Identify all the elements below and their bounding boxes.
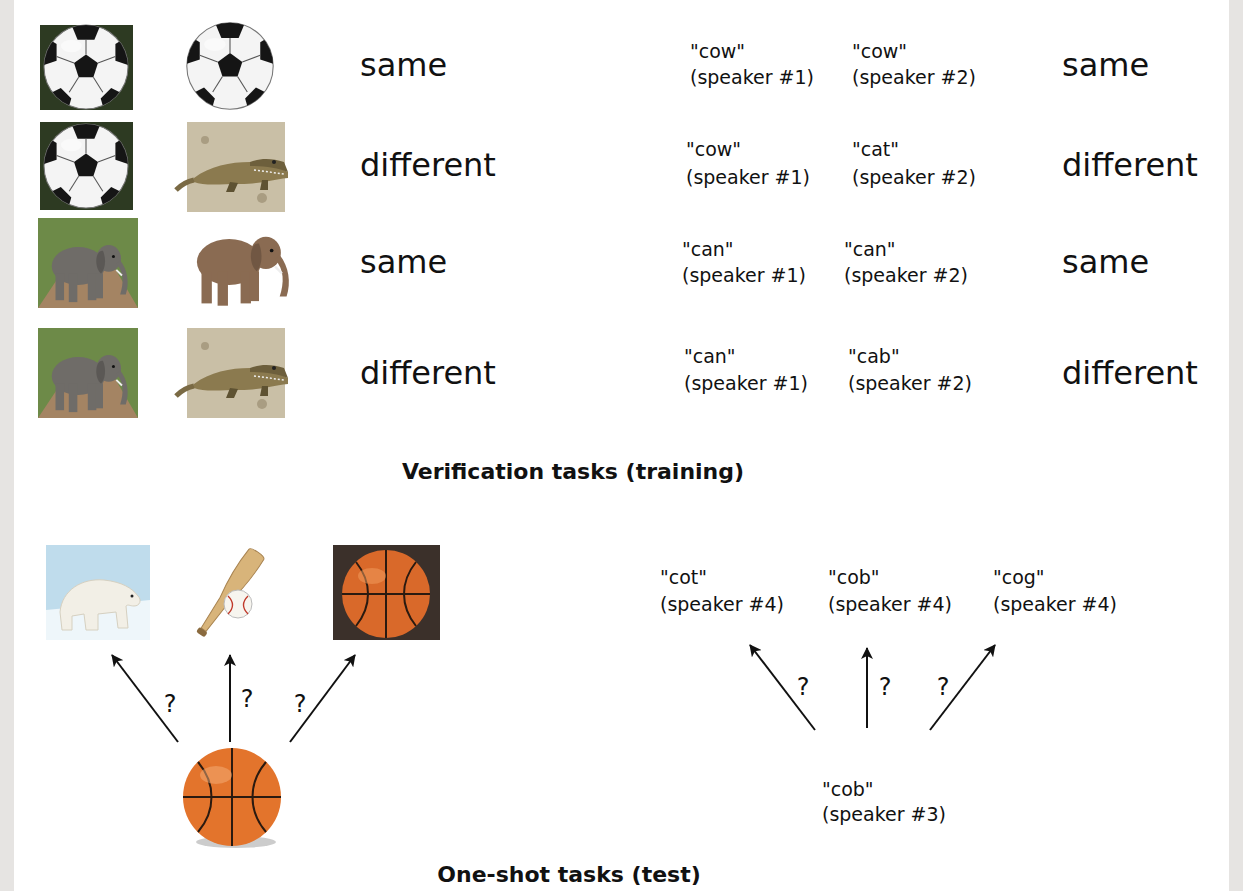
section-heading: Verification tasks (training) — [402, 459, 744, 484]
speaker-label: (speaker #4) — [828, 594, 952, 616]
answer-label: different — [360, 147, 496, 184]
speaker-label: (speaker #1) — [684, 373, 808, 395]
speaker-label: (speaker #4) — [993, 594, 1117, 616]
word-label: "cog" — [993, 567, 1045, 589]
speaker-label: (speaker #2) — [852, 167, 976, 189]
question-mark: ? — [241, 686, 254, 714]
word-label: "cab" — [848, 346, 900, 368]
speaker-label: (speaker #1) — [690, 67, 814, 89]
word-label: "cow" — [690, 41, 745, 63]
speaker-label: (speaker #2) — [848, 373, 972, 395]
speaker-label: (speaker #2) — [844, 265, 968, 287]
word-label: "cob" — [828, 567, 880, 589]
word-label: "cob" — [822, 779, 874, 801]
speaker-label: (speaker #3) — [822, 804, 946, 826]
question-mark: ? — [879, 674, 892, 702]
question-mark: ? — [294, 691, 307, 719]
answer-label: same — [360, 244, 447, 281]
answer-label: same — [360, 47, 447, 84]
question-mark: ? — [797, 674, 810, 702]
answer-label: different — [1062, 355, 1198, 392]
section-heading: One-shot tasks (test) — [437, 862, 700, 887]
question-mark: ? — [164, 691, 177, 719]
word-label: "can" — [682, 239, 734, 261]
word-label: "can" — [844, 239, 896, 261]
arrow — [112, 645, 995, 742]
word-label: "can" — [684, 346, 736, 368]
speaker-label: (speaker #2) — [852, 67, 976, 89]
answer-label: same — [1062, 47, 1149, 84]
speaker-label: (speaker #4) — [660, 594, 784, 616]
question-mark: ? — [937, 674, 950, 702]
speaker-label: (speaker #1) — [686, 167, 810, 189]
word-label: "cow" — [686, 139, 741, 161]
answer-label: same — [1062, 244, 1149, 281]
speaker-label: (speaker #1) — [682, 265, 806, 287]
word-label: "cot" — [660, 567, 707, 589]
answer-label: different — [1062, 147, 1198, 184]
word-label: "cat" — [852, 139, 899, 161]
answer-label: different — [360, 355, 496, 392]
word-label: "cow" — [852, 41, 907, 63]
